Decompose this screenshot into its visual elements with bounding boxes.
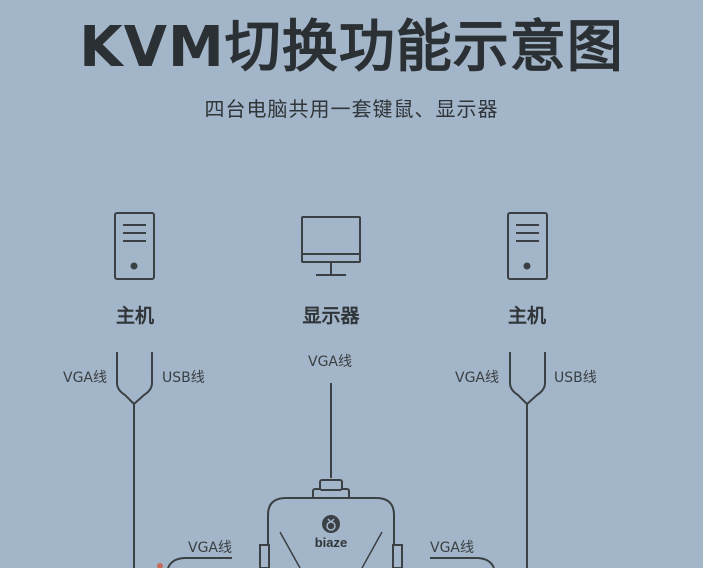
diagram-title: KVM切换功能示意图 [79, 15, 624, 80]
monitor-label: 显示器 [302, 305, 360, 327]
monitor-vga-cable-label: VGA线 [308, 354, 353, 370]
left-usb-cable-label: USB线 [162, 370, 205, 386]
computer-tower-icon [114, 212, 155, 280]
right-y-cable [509, 352, 546, 568]
device-brand-label: biaze [315, 535, 348, 550]
kvm-switch: biaze [259, 479, 403, 568]
right-host-label: 主机 [507, 305, 546, 327]
switch-right-vga-label: VGA线 [430, 540, 475, 556]
switch-side-cables [167, 557, 495, 568]
diagram-subtitle: 四台电脑共用一套键鼠、显示器 [204, 97, 499, 121]
biaze-logo-icon [322, 515, 340, 533]
left-host-label: 主机 [115, 305, 154, 327]
switch-left-vga-label: VGA线 [188, 540, 233, 556]
right-vga-cable-label: VGA线 [455, 370, 500, 386]
monitor-icon [301, 216, 361, 276]
right-usb-cable-label: USB线 [554, 370, 597, 386]
left-vga-cable-label: VGA线 [63, 370, 108, 386]
indicator-dot [157, 563, 163, 568]
computer-tower-icon [507, 212, 548, 280]
left-y-cable [116, 352, 153, 568]
